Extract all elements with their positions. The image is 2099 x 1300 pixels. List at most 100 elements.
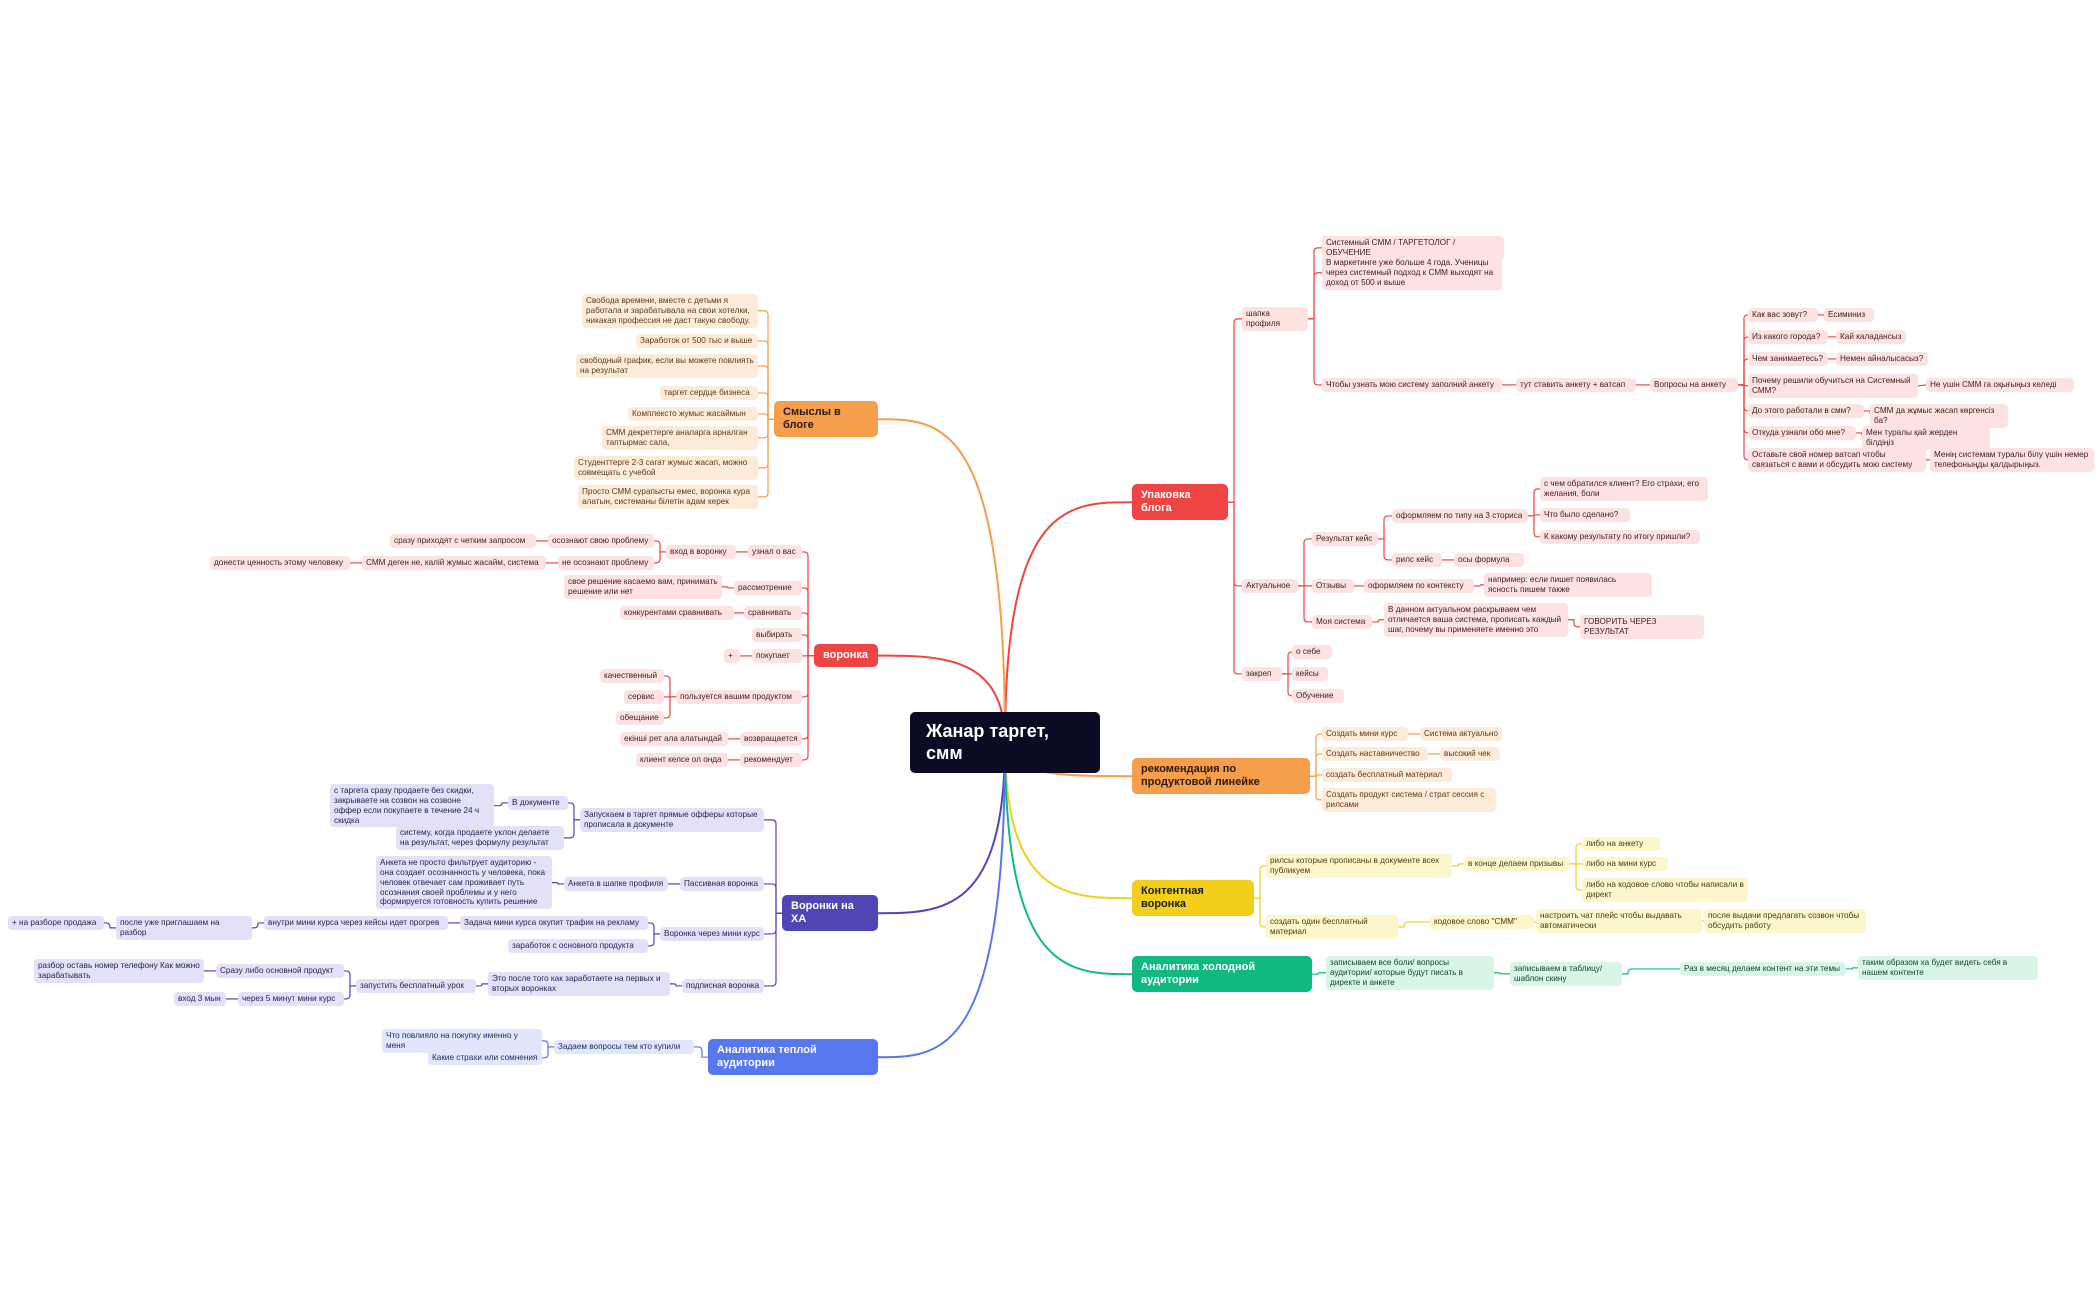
node-vozvrash[interactable]: возвращается bbox=[740, 732, 802, 746]
node-r1b[interactable]: Система актуально bbox=[1420, 727, 1502, 741]
node-rekomenduet[interactable]: рекомендует bbox=[740, 753, 802, 767]
node-donesti[interactable]: донести ценность этому человеку bbox=[210, 556, 350, 570]
node-sm5[interactable]: Комплексто жумыс жасаймын bbox=[628, 407, 758, 421]
branch-smysly[interactable]: Смыслы в блоге bbox=[774, 401, 878, 438]
node-osoznaet[interactable]: осознают свою проблему bbox=[548, 534, 654, 548]
node-marketing4[interactable]: В маркетинге уже больше 4 года. Ученицы … bbox=[1322, 256, 1502, 290]
branch-holod[interactable]: Аналитика холодной аудитории bbox=[1132, 956, 1312, 993]
root-node[interactable]: Жанар таргет, смм bbox=[910, 712, 1100, 774]
node-a5[interactable]: СММ да жұмыс жасап көргенсіз ба? bbox=[1870, 404, 2008, 428]
node-sm8[interactable]: Просто СММ сурапысты емес, воронка кура … bbox=[578, 485, 758, 509]
node-rez-keis[interactable]: Результат кейс bbox=[1312, 532, 1378, 546]
node-q2[interactable]: Из какого города? bbox=[1748, 330, 1828, 344]
node-na-razbore[interactable]: + на разборе продажа bbox=[8, 916, 104, 930]
node-keisy[interactable]: кейсы bbox=[1292, 667, 1328, 681]
node-q1[interactable]: Как вас зовут? bbox=[1748, 308, 1818, 322]
node-anketa-shapke[interactable]: Анкета в шапке профиля bbox=[564, 877, 668, 891]
node-zakrep[interactable]: закреп bbox=[1242, 667, 1282, 681]
node-k1[interactable]: рилсы которые прописаны в документе всех… bbox=[1266, 854, 1452, 878]
node-sm6[interactable]: СММ декреттерге аналарга арналган таптыр… bbox=[602, 426, 758, 450]
node-zapuskaem[interactable]: Запускаем в таргет прямые офферы которые… bbox=[580, 808, 764, 832]
node-konkurentami[interactable]: конкурентами сравнивать bbox=[620, 606, 734, 620]
node-tut-anketa[interactable]: тут ставить анкету + ватсап bbox=[1516, 378, 1636, 392]
node-obeshanie[interactable]: обещание bbox=[616, 711, 664, 725]
node-razbor-ostav[interactable]: разбор оставь номер телефону Как можно з… bbox=[34, 959, 204, 983]
node-q7[interactable]: Оставьте свой номер ватсап чтобы связать… bbox=[1748, 448, 1926, 472]
node-voprosy[interactable]: Вопросы на анкету bbox=[1650, 378, 1738, 392]
node-shapka[interactable]: шапка профиля bbox=[1242, 307, 1308, 331]
branch-xa[interactable]: Воронки на ХА bbox=[782, 895, 878, 932]
node-obuchenie[interactable]: Обучение bbox=[1292, 689, 1344, 703]
node-kakie-strahi[interactable]: Какие страхи или сомнения bbox=[428, 1051, 542, 1065]
node-osy-formula[interactable]: осы формула bbox=[1454, 553, 1524, 567]
node-r2b[interactable]: высокий чек bbox=[1440, 747, 1500, 761]
node-q4[interactable]: Почему решили обучиться на Системный СММ… bbox=[1748, 374, 1918, 398]
node-naprimer[interactable]: например: если пишет появилась ясность п… bbox=[1484, 573, 1652, 597]
node-srazu-prihodyat[interactable]: сразу приходят с четким запросом bbox=[390, 534, 536, 548]
node-k2c[interactable]: настроить чат плейс чтобы выдавать автом… bbox=[1536, 909, 1702, 933]
node-r4[interactable]: Создать продукт система / страт сессия с… bbox=[1322, 788, 1496, 812]
node-a2[interactable]: Кай каладансыз bbox=[1836, 330, 1906, 344]
node-passivnaya[interactable]: Пассивная воронка bbox=[680, 877, 764, 891]
node-govorit[interactable]: ГОВОРИТЬ ЧЕРЕЗ РЕЗУЛЬТАТ bbox=[1580, 615, 1704, 639]
node-k1c2[interactable]: либо на мини курс bbox=[1582, 857, 1668, 871]
node-k2d[interactable]: после выдачи предлагать созвон чтобы обс… bbox=[1704, 909, 1866, 933]
node-sm7[interactable]: Студенттерге 2-3 сагат жумыс жасап, можн… bbox=[574, 456, 758, 480]
node-r1[interactable]: Создать мини курс bbox=[1322, 727, 1408, 741]
node-k2[interactable]: создать один бесплатный материал bbox=[1266, 915, 1398, 939]
node-h3[interactable]: Раз в месяц делаем контент на эти темы bbox=[1680, 962, 1846, 976]
node-r2[interactable]: Создать наставничество bbox=[1322, 747, 1428, 761]
node-anketa-ne-prosto[interactable]: Анкета не просто фильтрует аудиторию - о… bbox=[376, 856, 552, 910]
node-vhod3[interactable]: вход 3 мын bbox=[174, 992, 226, 1006]
node-s2[interactable]: Что было сделано? bbox=[1540, 508, 1630, 522]
node-a3[interactable]: Немен айналысасыз? bbox=[1836, 352, 1928, 366]
branch-upakovka[interactable]: Упаковка блога bbox=[1132, 484, 1228, 521]
node-uznal[interactable]: узнал о вас bbox=[748, 545, 802, 559]
node-k1c3[interactable]: либо на кодовое слово чтобы написали в д… bbox=[1582, 878, 1748, 902]
node-zadacha-mini[interactable]: Задача мини курса окупит трафик на рекла… bbox=[460, 916, 648, 930]
node-smm-degen[interactable]: СММ деген не, калій жумыс жасайм, систем… bbox=[362, 556, 546, 570]
node-sys-smm[interactable]: Системный СММ / ТАРГЕТОЛОГ / ОБУЧЕНИЕ bbox=[1322, 236, 1504, 260]
node-chto-poavliyalo[interactable]: Что повлияло на покупку именно у меня bbox=[382, 1029, 542, 1053]
node-h2[interactable]: записываем в таблицу/ шаблон скину bbox=[1510, 962, 1622, 986]
node-sm4[interactable]: таргет сердце бизнеса bbox=[660, 386, 758, 400]
node-s3[interactable]: К какому результату по итогу пришли? bbox=[1540, 530, 1700, 544]
node-zarabotok-osn[interactable]: заработок с основного продукта bbox=[508, 939, 648, 953]
node-rassmotrenie[interactable]: рассмотрение bbox=[734, 581, 802, 595]
node-k1b[interactable]: в конце делаем призывы bbox=[1464, 857, 1570, 871]
node-a7[interactable]: Менің системам туралы білу үшін немер те… bbox=[1930, 448, 2094, 472]
node-svoe-reshenie[interactable]: свое решение касаемо вам, принимать реше… bbox=[564, 575, 722, 599]
branch-voronka[interactable]: воронка bbox=[814, 644, 878, 668]
node-sm2[interactable]: Заработок от 500 тыс и выше bbox=[636, 334, 758, 348]
node-oformlyaem3[interactable]: оформляем по типу на 3 сториса bbox=[1392, 509, 1528, 523]
node-klient-kelse[interactable]: клиент келсе ол онда bbox=[636, 753, 728, 767]
node-polzuetsya[interactable]: пользуется вашим продуктом bbox=[676, 690, 802, 704]
node-ne-osoznaet[interactable]: не осознают проблему bbox=[558, 556, 654, 570]
node-cherez-mini[interactable]: Воронка через мини курс bbox=[660, 927, 764, 941]
node-vhod[interactable]: вход в воронку bbox=[666, 545, 736, 559]
node-eto-posle[interactable]: Это после того как заработаете на первых… bbox=[488, 972, 670, 996]
node-servis[interactable]: сервис bbox=[624, 690, 664, 704]
node-sistemu-kogda[interactable]: систему, когда продаете уклон делаете на… bbox=[396, 826, 564, 850]
node-po-kontekstu[interactable]: оформляем по контексту bbox=[1364, 579, 1474, 593]
node-v-dokumente[interactable]: В документе bbox=[508, 796, 568, 810]
branch-kontent[interactable]: Контентная воронка bbox=[1132, 880, 1254, 917]
node-q5[interactable]: До этого работали в смм? bbox=[1748, 404, 1864, 418]
node-aktualnoe[interactable]: Актуальное bbox=[1242, 579, 1298, 593]
node-cherez5[interactable]: через 5 минут мини курс bbox=[238, 992, 344, 1006]
node-podpisnaya[interactable]: подписная воронка bbox=[682, 979, 764, 993]
node-pokupaet[interactable]: покупает bbox=[752, 649, 802, 663]
node-a4[interactable]: Не үшін СММ га оқығыңыз келеді bbox=[1926, 378, 2074, 392]
node-q3[interactable]: Чем занимаетесь? bbox=[1748, 352, 1828, 366]
node-r3[interactable]: создать бесплатный материал bbox=[1322, 768, 1452, 782]
node-k2b[interactable]: кодовое слово "СММ" bbox=[1430, 915, 1534, 929]
branch-teplo[interactable]: Аналитика теплой аудитории bbox=[708, 1039, 878, 1076]
node-sm3[interactable]: свободный график, если вы можете повлият… bbox=[576, 354, 758, 378]
node-v-dannom[interactable]: В данном актуальном раскрываем чем отлич… bbox=[1384, 603, 1568, 637]
node-vybirat[interactable]: выбирать bbox=[752, 628, 802, 642]
node-otzyvy[interactable]: Отзывы bbox=[1312, 579, 1354, 593]
branch-rekom[interactable]: рекомендация по продуктовой линейке bbox=[1132, 758, 1310, 795]
node-vnutri-mini[interactable]: внутри мини курса через кейсы идет прогр… bbox=[264, 916, 448, 930]
node-rils-keis[interactable]: рилс кейс bbox=[1392, 553, 1442, 567]
node-q6[interactable]: Откуда узнали обо мне? bbox=[1748, 426, 1856, 440]
